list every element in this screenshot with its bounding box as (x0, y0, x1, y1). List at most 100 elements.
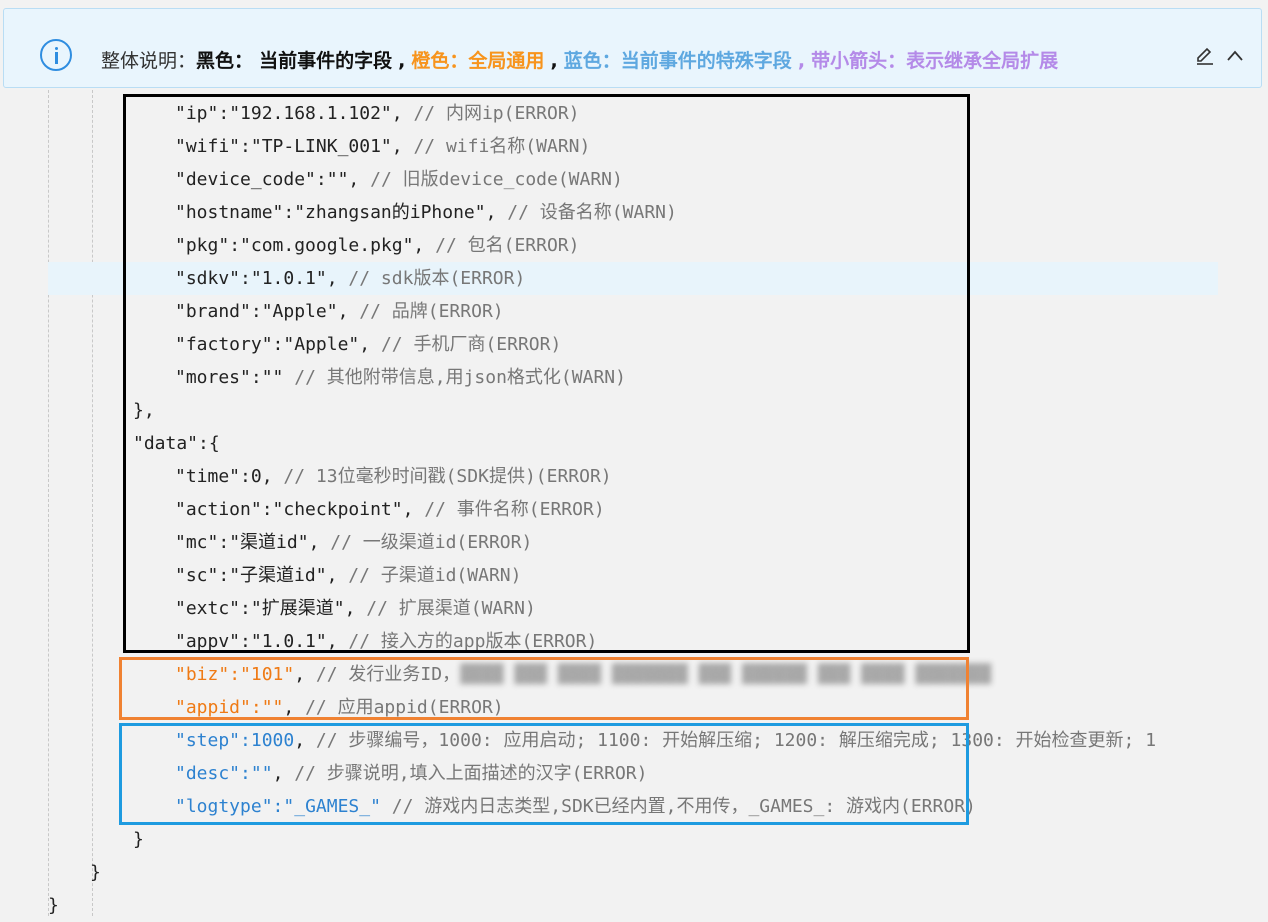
indent-guide (92, 90, 93, 916)
json-colon: : (250, 367, 262, 388)
json-key: "pkg" (175, 235, 230, 256)
json-comment: // sdk版本(ERROR) (348, 268, 526, 289)
json-punct (381, 796, 392, 817)
json-punct: , (294, 664, 316, 685)
json-comment: // 事件名称(ERROR) (424, 499, 605, 520)
json-value: "" (326, 169, 349, 190)
json-value: "101" (240, 664, 295, 685)
code-line: } (48, 895, 59, 916)
json-key: "step" (175, 730, 241, 751)
legend-label: 整体说明： (101, 50, 197, 72)
legend-orange-label: 橙色： (411, 50, 469, 72)
chevron-up-icon[interactable] (1224, 45, 1246, 67)
json-value: "192.168.1.102" (229, 103, 392, 124)
json-comment: // 旧版device_code(WARN) (370, 169, 623, 190)
code-line: "appid":"", // 应用appid(ERROR) (175, 691, 504, 724)
code-line: "factory":"Apple", // 手机厂商(ERROR) (175, 328, 561, 361)
code-line: "step":1000, // 步骤编号，1000: 应用启动; 1100: 开… (175, 724, 1156, 757)
legend-black-label: 黑色： (196, 50, 254, 72)
json-punct: , (326, 565, 349, 586)
json-colon: : (240, 136, 251, 157)
json-comment: // 接入方的app版本(ERROR) (348, 631, 598, 652)
json-punct: , (283, 697, 306, 718)
json-key: "sdkv" (175, 268, 241, 289)
code-line: "biz":"101", // 发行业务ID，▓▓▓▓ ▓▓▓ ▓▓▓▓ ▓▓▓… (175, 658, 991, 691)
json-punct (283, 367, 294, 388)
code-line: "mc":"渠道id", // 一级渠道id(ERROR) (175, 526, 532, 559)
code-line: "data":{ (133, 433, 220, 454)
json-punct: , (308, 532, 331, 553)
json-key: "mores" (175, 367, 251, 388)
json-punct: , (391, 136, 414, 157)
json-value: "渠道id" (229, 532, 309, 553)
json-colon: : (218, 532, 230, 553)
json-key: "mc" (175, 532, 219, 553)
json-key: "appv" (175, 631, 241, 652)
json-comment: // 手机厂商(ERROR) (380, 334, 562, 355)
json-comment: // 一级渠道id(ERROR) (330, 532, 533, 553)
json-value: "子渠道id" (229, 565, 327, 586)
legend-black-desc: 当前事件的字段 (259, 50, 393, 72)
json-colon: : (240, 598, 251, 619)
code-line: "logtype":"_GAMES_" // 游戏内日志类型,SDK已经内置,不… (175, 790, 976, 823)
json-key: "hostname" (175, 202, 284, 223)
code-line: "time":0, // 13位毫秒时间戳(SDK提供)(ERROR) (175, 460, 612, 493)
json-punct: , (344, 598, 367, 619)
legend-orange-desc: 全局通用 (468, 50, 545, 72)
json-comment: // 包名(ERROR) (435, 235, 580, 256)
json-comment: // 13位毫秒时间戳(SDK提供)(ERROR) (283, 466, 612, 487)
json-key: "action" (175, 499, 262, 520)
json-value: "_GAMES_" (283, 796, 381, 817)
json-key: "factory" (175, 334, 273, 355)
json-key: "biz" (175, 664, 230, 685)
json-value: "com.google.pkg" (240, 235, 414, 256)
legend-banner: 整体说明：黑色： 当前事件的字段 , 橙色：全局通用 , 蓝色：当前事件的特殊字… (3, 8, 1262, 88)
indent-guide (48, 90, 49, 916)
json-punct: , (413, 235, 436, 256)
legend-sep: , (550, 50, 558, 72)
json-comment: // 步骤编号，1000: 应用启动; 1100: 开始解压缩; 1200: 解… (315, 730, 1157, 751)
json-value: "Apple" (283, 334, 360, 355)
json-colon: : (250, 301, 262, 322)
legend-sep: , (398, 50, 406, 72)
json-comment: // 设备名称(WARN) (507, 202, 677, 223)
json-key: "brand" (175, 301, 251, 322)
code-line: "desc":"", // 步骤说明,填入上面描述的汉字(ERROR) (175, 757, 647, 790)
json-punct: , (326, 268, 349, 289)
redacted-text: ▓▓▓▓ ▓▓▓ ▓▓▓▓ ▓▓▓▓▓▓▓ ▓▓▓ ▓▓▓▓▓▓ ▓▓▓ ▓▓▓… (460, 664, 992, 685)
json-key: "ip" (175, 103, 219, 124)
json-punct: , (272, 763, 295, 784)
json-colon: : (218, 103, 230, 124)
edit-icon[interactable] (1194, 45, 1216, 67)
code-line: "ip":"192.168.1.102", // 内网ip(ERROR) (175, 97, 580, 130)
legend-arrow-label: 带小箭头： (811, 50, 907, 72)
legend-sep: , (797, 50, 806, 72)
code-line: "extc":"扩展渠道", // 扩展渠道(WARN) (175, 592, 536, 625)
json-colon: : (229, 664, 241, 685)
json-comment: // 内网ip(ERROR) (413, 103, 580, 124)
info-icon (40, 39, 72, 71)
json-comment: // 子渠道id(WARN) (348, 565, 522, 586)
json-colon: : (272, 334, 284, 355)
code-line: "hostname":"zhangsan的iPhone", // 设备名称(WA… (175, 196, 677, 229)
json-key: "time" (175, 466, 241, 487)
code-line: "sdkv":"1.0.1", // sdk版本(ERROR) (175, 262, 525, 295)
legend-blue-desc: 当前事件的特殊字段 (620, 50, 792, 72)
json-comment: // wifi名称(WARN) (413, 136, 591, 157)
json-punct: , (391, 103, 414, 124)
json-colon: : (240, 466, 251, 487)
json-colon: : (240, 763, 251, 784)
json-value: "TP-LINK_001" (250, 136, 392, 157)
code-line: } (90, 862, 101, 883)
json-colon: : (250, 697, 262, 718)
json-comment: // 发行业务ID， (315, 664, 461, 685)
json-comment: // 应用appid(ERROR) (305, 697, 504, 718)
json-punct: , (402, 499, 425, 520)
code-line: "wifi":"TP-LINK_001", // wifi名称(WARN) (175, 130, 590, 163)
json-key: "device_code" (175, 169, 316, 190)
json-punct: , (294, 730, 316, 751)
json-value: "1.0.1" (250, 268, 327, 289)
json-comment: // 步骤说明,填入上面描述的汉字(ERROR) (294, 763, 648, 784)
json-punct: , (261, 466, 284, 487)
